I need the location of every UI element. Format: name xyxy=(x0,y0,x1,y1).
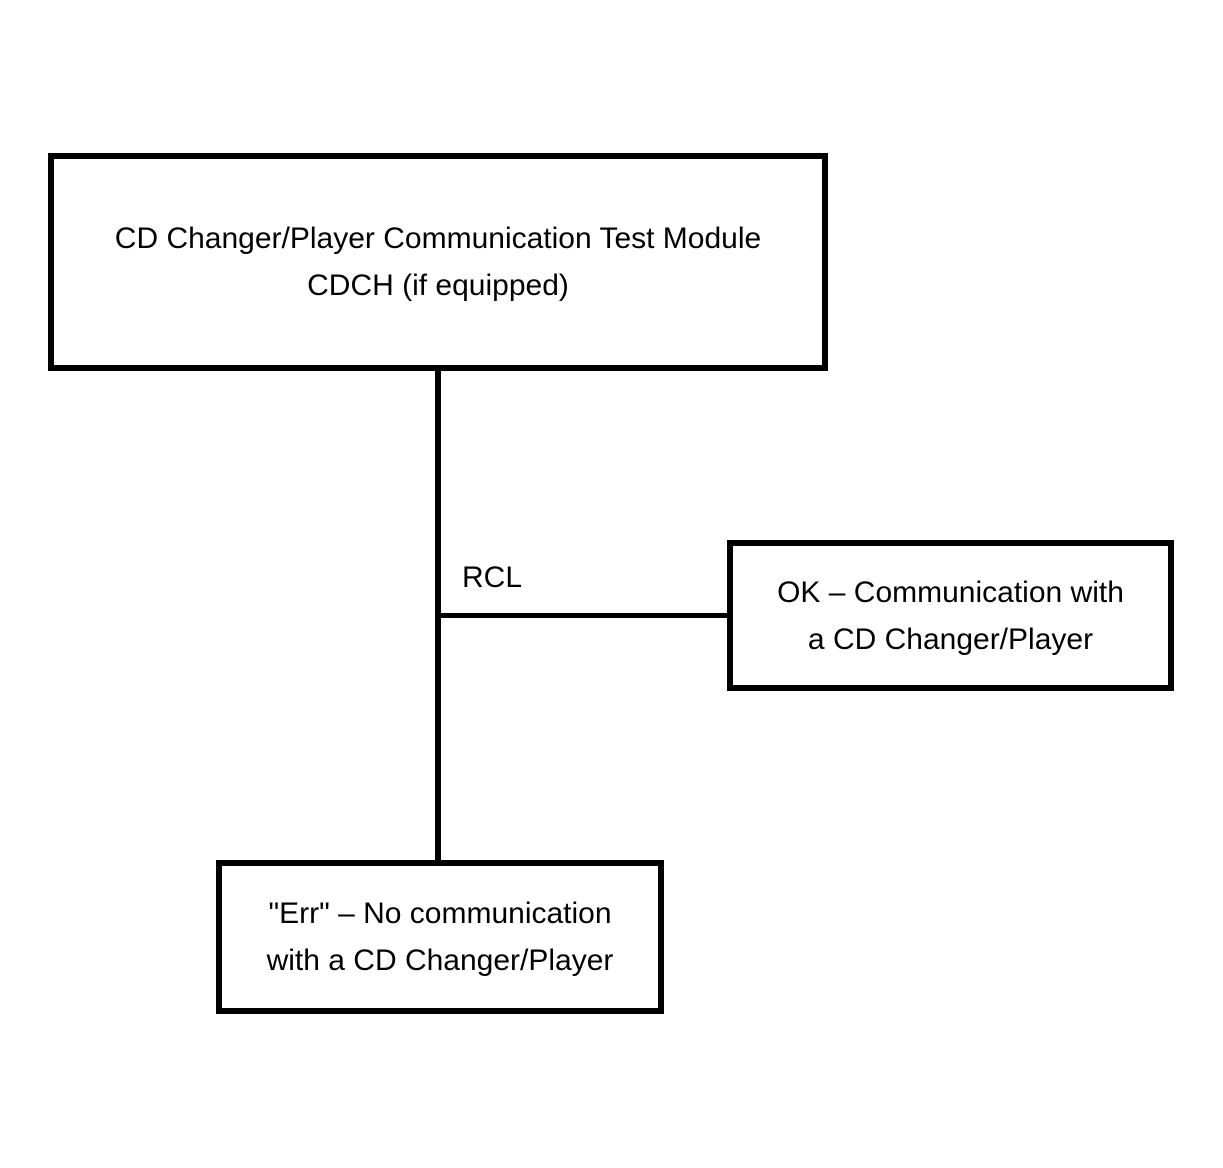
err-result-box: "Err" – No communication with a CD Chang… xyxy=(216,860,664,1014)
horizontal-connector-line xyxy=(435,613,727,618)
test-module-title-line-1: CD Changer/Player Communication Test Mod… xyxy=(114,222,762,255)
rcl-connector-label: RCL xyxy=(462,561,523,594)
test-module-title-line-2: CDCH (if equipped) xyxy=(307,269,569,302)
ok-result-line-1: OK – Communication with xyxy=(777,575,1124,609)
err-result-line-1: "Err" – No communication xyxy=(268,897,612,930)
err-result-line-2: with a CD Changer/Player xyxy=(266,944,614,977)
ok-result-line-2: a CD Changer/Player xyxy=(807,622,1094,656)
test-module-box: CD Changer/Player Communication Test Mod… xyxy=(48,153,828,371)
ok-result-box: OK – Communication with a CD Changer/Pla… xyxy=(727,540,1174,691)
